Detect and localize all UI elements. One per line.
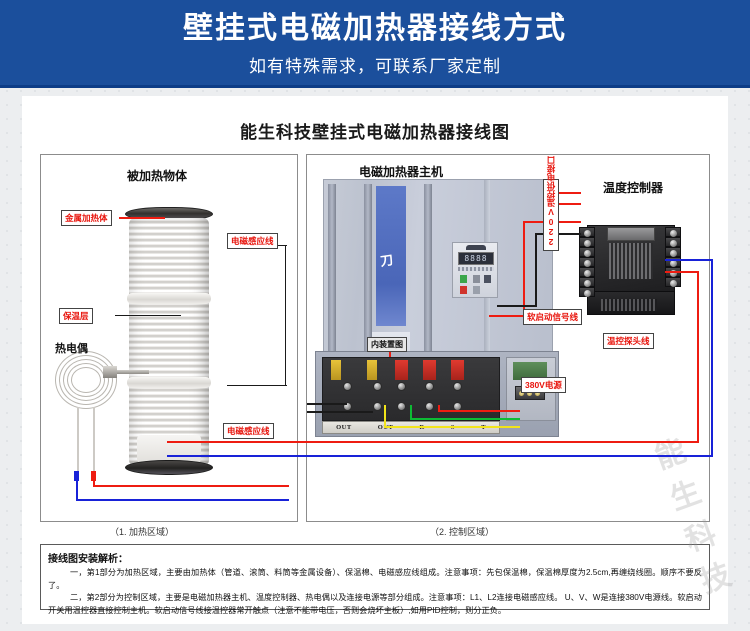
thermocouple-fitting: [103, 366, 117, 378]
wire-380v-red-v: [438, 405, 440, 411]
leader-metal-body: [119, 217, 165, 219]
wire-softstart-black-v: [535, 233, 537, 305]
diagram-title: 能生科技壁挂式电磁加热器接线图: [240, 123, 510, 142]
control-zone-panel: 电磁加热器主机 刀 8888: [167, 154, 738, 599]
hmi-screen: 8888: [458, 252, 494, 265]
thermocouple-coil: [55, 351, 117, 409]
installation-notes: 接线图安装解析： 一，第1部分为加热区域，主要由加热体（管道、滚筒、料筒等金属设…: [40, 544, 710, 615]
wire-probe-red-return: [167, 441, 699, 443]
wire-tc-red-h: [93, 485, 289, 487]
wire-380v-green-v: [410, 405, 412, 419]
wire-380v-yellow-v: [384, 405, 386, 427]
cabinet-rail-right: [424, 184, 432, 382]
inner-view-arrow-stem: [389, 347, 391, 357]
heating-zone-panel: 被加热物体: [40, 154, 298, 522]
busbar-r: [395, 360, 408, 380]
busbar-t: [451, 360, 464, 380]
wire-probe-red-v: [697, 271, 699, 443]
cabinet-rail-left: [328, 184, 336, 382]
tag-induction-coil-bottom: 电磁感应线: [223, 423, 274, 439]
notes-title: 接线图安装解析：: [48, 554, 128, 565]
notes-paragraph-1: 一，第1部分为加热区域，主要由加热体（管道、滚筒、料筒等金属设备）、保温棉、电磁…: [48, 568, 702, 590]
tag-temp-probe-wire: 温控探头线: [603, 333, 654, 349]
wire-tc-blue-h: [76, 499, 289, 501]
tag-inner-view: 内装置图: [367, 337, 407, 352]
thermocouple-probe: [105, 370, 149, 374]
banner-title: 壁挂式电磁加热器接线方式: [183, 12, 567, 45]
wire-tc-blue-v: [76, 477, 78, 501]
heated-object-heading: 被加热物体: [127, 169, 188, 183]
hmi-control-module[interactable]: 8888: [452, 242, 498, 298]
wire-out1-black: [307, 403, 347, 405]
wire-380v-red-h: [438, 410, 520, 412]
terminal-label-out1: OUT: [336, 424, 352, 431]
tag-soft-start-signal: 软启动信号线: [523, 309, 583, 325]
busbar-out2: [367, 360, 377, 380]
wire-out2-black: [307, 411, 373, 413]
wiring-diagram: 被加热物体: [40, 154, 738, 599]
terminal-tray: OUT OUT R S T: [315, 351, 559, 437]
thermocouple-terminal-blue: [74, 471, 79, 481]
temperature-controller[interactable]: [579, 221, 683, 317]
tag-380v-power: 380V电源: [521, 377, 566, 393]
pcb-board: [513, 362, 547, 380]
caption-control-zone: （2. 控制区域）: [430, 527, 495, 537]
tag-metal-heating-body: 金属加热体: [61, 210, 112, 226]
hmi-down-button[interactable]: [473, 286, 480, 294]
wire-probe-red-h: [665, 271, 699, 273]
vessel-bottom-flange: [125, 460, 213, 475]
leader-coil-vertical: [285, 245, 286, 386]
wire-380v-yellow-h: [384, 426, 520, 428]
notes-paragraph-2: 二，第2部分为控制区域，主要是电磁加热器主机、温度控制器、热电偶以及连接电源等部…: [48, 593, 702, 615]
thermocouple-lead-blue: [77, 407, 79, 473]
label-thermocouple: 热电偶: [55, 343, 88, 355]
wire-220v-line1: [559, 192, 581, 194]
hmi-start-button[interactable]: [460, 275, 467, 283]
heater-host-heading: 电磁加热器主机: [359, 165, 444, 179]
vessel-band-upper: [127, 293, 211, 304]
caption-heating-zone: （1. 加热区域）: [110, 527, 175, 537]
hmi-digits: 8888: [464, 254, 488, 263]
cabinet-rail-mid: [364, 184, 372, 382]
controller-vents: [609, 243, 653, 279]
banner-subtitle: 如有特殊需求，可联系厂家定制: [249, 57, 501, 76]
hmi-stop-button[interactable]: [460, 286, 467, 294]
leader-insulation: [115, 315, 181, 316]
wire-softstart-black-bot: [497, 305, 537, 307]
page-banner: 壁挂式电磁加热器接线方式 如有特殊需求，可联系厂家定制: [0, 0, 750, 88]
vessel-insulated-body: [129, 218, 209, 466]
cabinet-blue-stripe: [376, 186, 406, 326]
controller-base-vents: [601, 299, 657, 311]
content-card: 能生科技壁挂式电磁加热器接线图 被加热物体: [22, 96, 738, 624]
wire-220v-line2: [559, 203, 581, 205]
hmi-mode-button[interactable]: [484, 275, 491, 283]
busbar-out1: [331, 360, 341, 380]
hmi-indicator-row: [458, 267, 494, 271]
wire-softstart-red-bot: [489, 315, 525, 317]
wire-tc-red-v: [93, 477, 95, 487]
thermocouple-lead-red: [93, 407, 95, 473]
wire-probe-blue-return: [167, 455, 713, 457]
wire-probe-blue-h: [665, 259, 713, 261]
tag-induction-coil-top: 电磁感应线: [227, 233, 278, 249]
cabinet-logo-icon: 刀: [379, 252, 395, 269]
wire-softstart-red-v: [523, 221, 525, 317]
tag-insulation-layer: 保温层: [59, 308, 93, 324]
temp-controller-heading: 温度控制器: [603, 181, 664, 195]
heated-vessel-illustration: [123, 207, 215, 475]
thermocouple-terminal-red: [91, 471, 96, 481]
busbar-s: [423, 360, 436, 380]
wire-probe-blue-v: [711, 259, 713, 457]
controller-nameplate: [607, 227, 655, 241]
vessel-taper: [137, 435, 201, 463]
hmi-set-button[interactable]: [473, 275, 480, 283]
hmi-top-cap: [466, 245, 486, 250]
vessel-band-lower: [127, 377, 211, 388]
wire-380v-green-h: [410, 418, 520, 420]
leader-coil-lower: [227, 385, 287, 386]
tag-220v-supply-port: 220V温控供电接口: [543, 156, 559, 251]
